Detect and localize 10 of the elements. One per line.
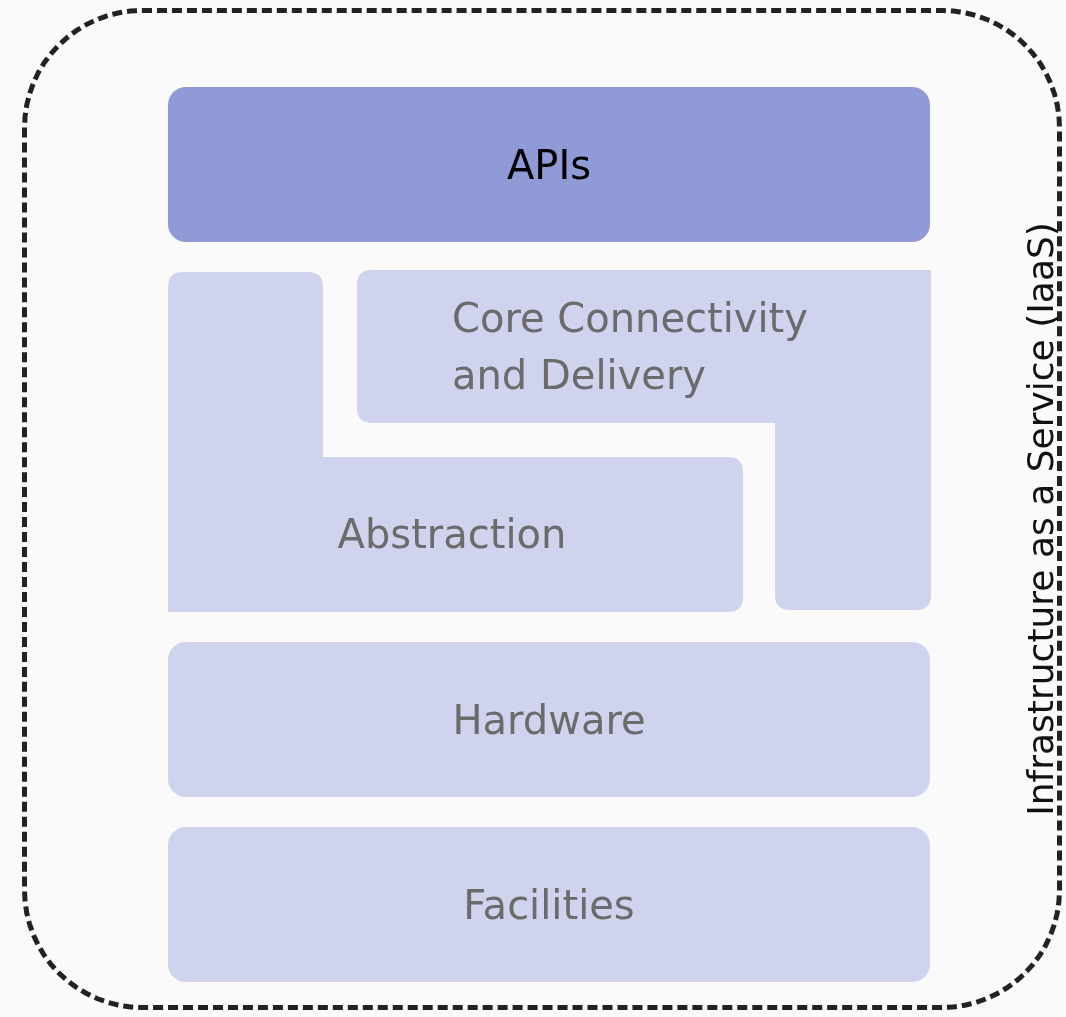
boundary-label: Infrastructure as a Service (IaaS) (1019, 222, 1061, 816)
layer-box (168, 642, 930, 797)
layer-label: Hardware (452, 695, 646, 744)
layer-label: APIs (506, 140, 592, 189)
layer-label: Abstraction (336, 510, 568, 559)
layer-box (168, 87, 930, 242)
layer-box (168, 827, 930, 982)
layer-label: Facilities (463, 880, 635, 929)
layer-label: Core Connectivity and Delivery (452, 294, 809, 400)
dashed-boundary (22, 8, 1062, 1010)
